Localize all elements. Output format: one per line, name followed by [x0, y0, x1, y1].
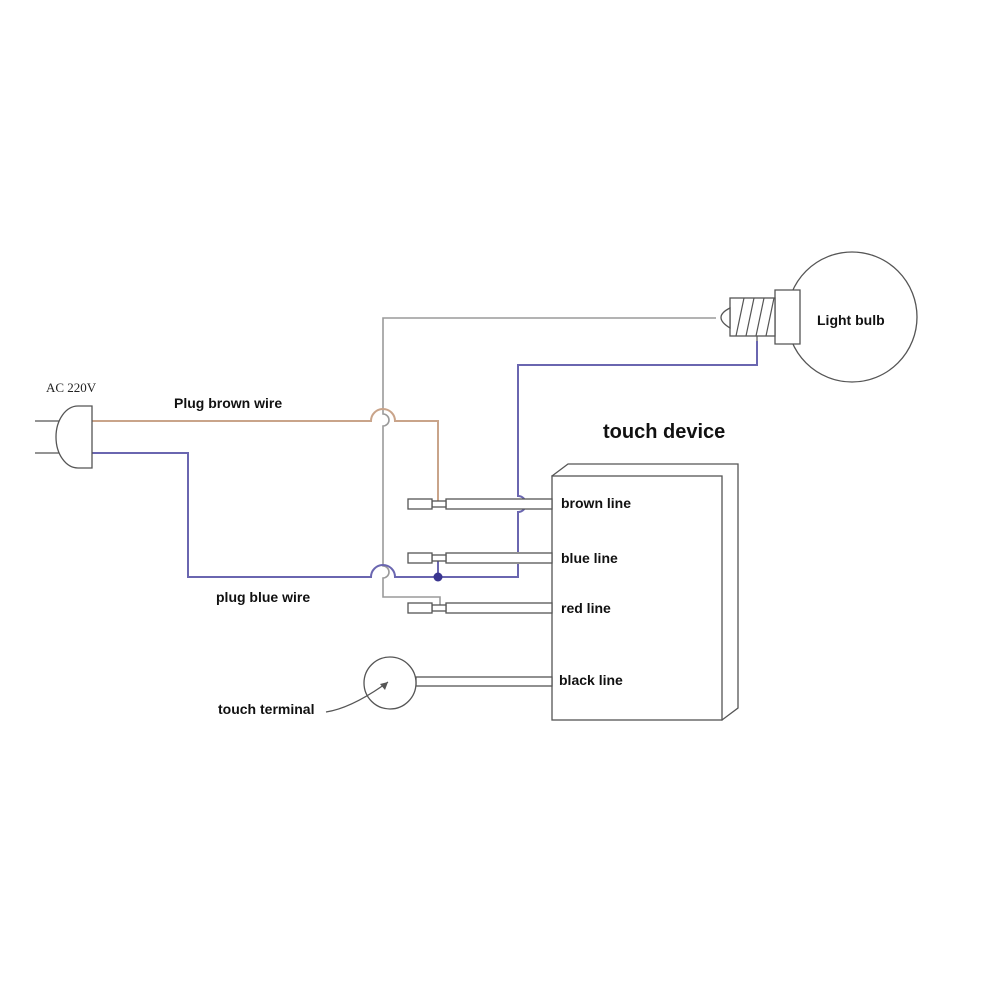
blue-line-connector [407, 552, 553, 564]
blue-line-label: blue line [561, 550, 618, 566]
plug-icon [35, 405, 93, 469]
brown-line-label: brown line [561, 495, 631, 511]
light-bulb-icon [720, 251, 918, 383]
plug-brown-wire-label: Plug brown wire [174, 395, 282, 411]
red-line-connector [407, 602, 553, 614]
plug-brown-wire [92, 408, 439, 503]
touch-device-box [551, 463, 739, 721]
power-source-label: AC 220V [46, 380, 97, 395]
junction-dot [433, 572, 443, 582]
brown-line-connector [407, 498, 553, 510]
plug-blue-wire [92, 452, 519, 578]
black-line-label: black line [559, 672, 623, 688]
touch-terminal-label: touch terminal [218, 701, 314, 717]
black-line-connector [415, 676, 553, 687]
touch-terminal-icon [325, 656, 417, 713]
touch-device-title: touch device [603, 421, 725, 443]
red-line-label: red line [561, 600, 611, 616]
plug-blue-wire-label: plug blue wire [216, 589, 310, 605]
light-bulb-label: Light bulb [817, 312, 885, 328]
